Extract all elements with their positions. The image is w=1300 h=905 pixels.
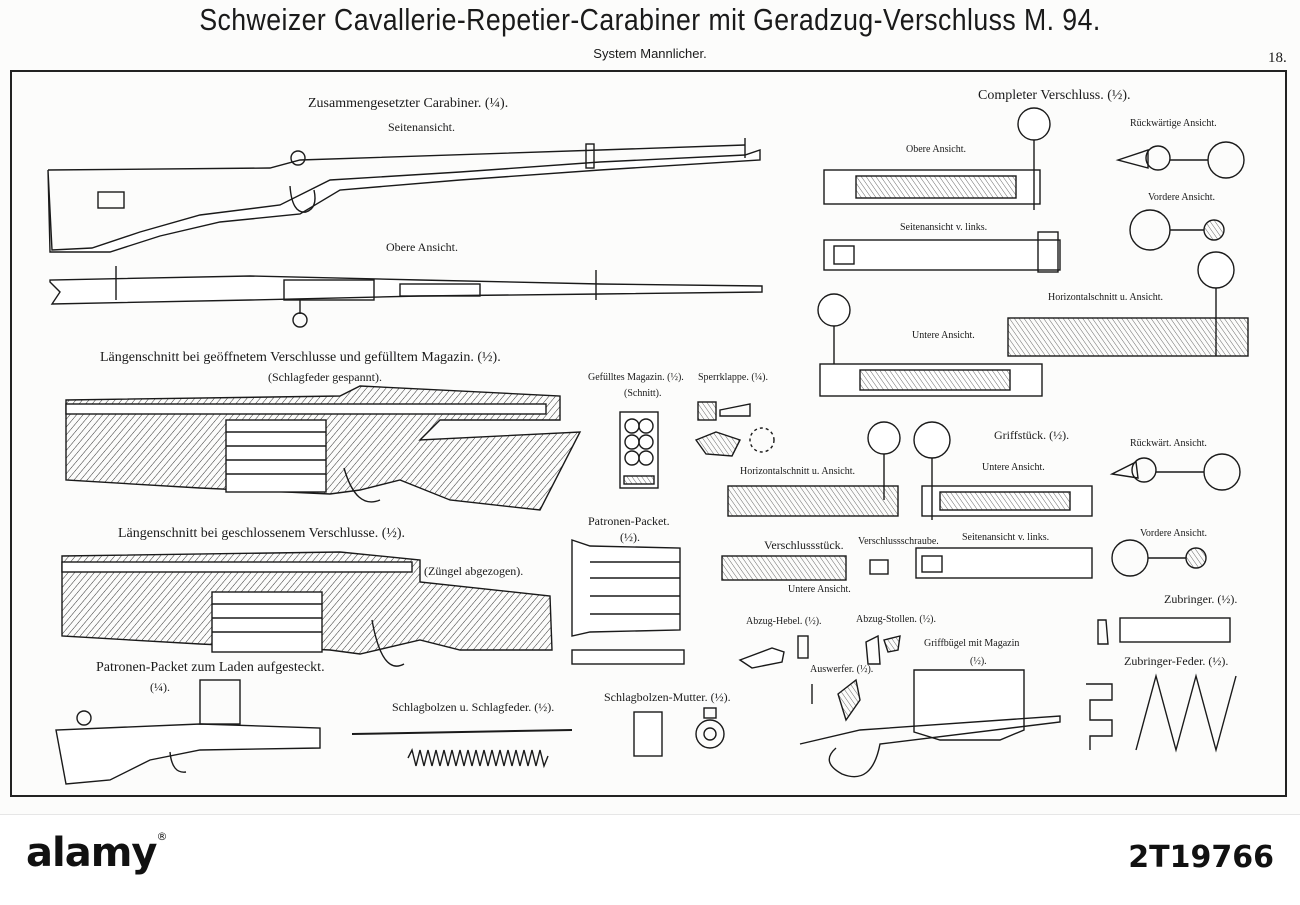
caption-grip-front: Vordere Ansicht. — [1140, 528, 1208, 539]
caption-bolt-side-left: Seitenansicht v. links. — [900, 222, 988, 233]
caption-section-open: Längenschnitt bei geöffnetem Verschlusse… — [100, 350, 501, 365]
caption-bolt-screw-side: Seitenansicht v. links. — [962, 532, 1050, 543]
bolt-front-view — [1129, 209, 1225, 251]
loading-clip-carbine — [55, 679, 321, 785]
caption-magazine-catch: Sperrklappe. (¼). — [698, 372, 768, 383]
caption-bolt-top: Obere Ansicht. — [906, 144, 966, 155]
caption-grip-rear: Rückwärt. Ansicht. — [1130, 438, 1207, 449]
caption-firing-pin-nut: Schlagbolzen-Mutter. (½). — [604, 690, 731, 704]
bolt-side-left — [823, 231, 1061, 273]
firing-pin-nut — [633, 707, 725, 757]
caption-loading-clip-scale: (¼). — [150, 680, 170, 694]
caption-spring-cocked: (Schlagfeder gespannt). — [268, 370, 382, 384]
magazine-catch — [694, 401, 775, 457]
caption-top-view: Obere Ansicht. — [386, 240, 458, 254]
carbine-top-view — [49, 266, 763, 328]
firing-pin-spring — [351, 729, 573, 769]
registered-mark-icon: ® — [156, 830, 167, 843]
bolt-top-view — [823, 107, 1051, 210]
caption-trigger-guard: Griffbügel mit Magazin — [924, 638, 1020, 649]
caption-bolt-horizontal: Horizontalschnitt u. Ansicht. — [1048, 292, 1163, 303]
caption-complete-bolt: Completer Verschluss. (½). — [978, 88, 1131, 103]
section-open-bolt — [65, 385, 582, 511]
bolt-body — [721, 555, 889, 581]
stock-logo: alamy® — [26, 830, 167, 876]
bolt-bottom-view — [817, 293, 1043, 397]
caption-grip-piece: Griffstück. (½). — [994, 428, 1070, 442]
plate-title: Schweizer Cavallerie-Repetier-Carabiner … — [199, 2, 1101, 37]
grip-front-view — [1111, 539, 1207, 577]
carbine-side-view — [47, 138, 761, 253]
caption-grip-horizontal: Horizontalschnitt u. Ansicht. — [740, 466, 855, 477]
technical-drawings — [47, 107, 1249, 785]
caption-side-view: Seitenansicht. — [388, 120, 455, 134]
follower-spring — [1086, 673, 1237, 753]
grip-bottom-view — [913, 421, 1093, 520]
plate-frame — [10, 70, 1287, 797]
caption-follower-spring: Zubringer-Feder. (½). — [1124, 654, 1229, 668]
caption-bolt-rear: Rückwärtige Ansicht. — [1130, 118, 1217, 129]
trigger-lever — [738, 635, 809, 669]
plate-subtitle: System Mannlicher. — [593, 46, 707, 61]
caption-firing-pin-spring: Schlagbolzen u. Schlagfeder. (½). — [392, 700, 555, 714]
bolt-rear-view — [1115, 141, 1245, 179]
grip-horizontal-section — [727, 421, 901, 517]
caption-trigger-lever: Abzug-Hebel. (½). — [746, 616, 822, 627]
trigger-sear — [865, 634, 901, 665]
stock-logo-text: alamy — [26, 830, 157, 876]
stock-image-id: 2T19766 — [1128, 840, 1274, 875]
caption-bolt-front: Vordere Ansicht. — [1148, 192, 1216, 203]
caption-assembled-carbine: Zusammengesetzter Carabiner. (¼). — [308, 96, 509, 111]
caption-bolt-piece: Verschlussstück. — [764, 538, 844, 552]
section-closed-bolt — [61, 551, 553, 667]
caption-trigger-sear: Abzug-Stollen. (½). — [856, 614, 936, 625]
follower — [1097, 617, 1231, 645]
caption-follower: Zubringer. (½). — [1164, 592, 1238, 606]
caption-bolt-screw: Verschlussschraube. — [858, 536, 939, 547]
caption-trigger-pulled: (Züngel abgezogen). — [424, 564, 524, 578]
caption-bolt-piece-bottom: Untere Ansicht. — [788, 584, 851, 595]
page-number: 18. — [1268, 50, 1287, 66]
caption-grip-bottom: Untere Ansicht. — [982, 462, 1045, 473]
caption-ejector: Auswerfer. (½). — [810, 664, 874, 675]
caption-bolt-bottom: Untere Ansicht. — [912, 330, 975, 341]
bolt-horizontal-section — [1007, 251, 1249, 357]
stock-footer — [0, 814, 1300, 905]
caption-cartridge-clip-scale: (½). — [620, 530, 640, 544]
caption-loading-clip: Patronen-Packet zum Laden aufgesteckt. — [96, 660, 325, 675]
grip-rear-view — [1109, 453, 1241, 491]
caption-filled-magazine: Gefülltes Magazin. (½). — [588, 372, 684, 383]
cartridge-clip — [571, 539, 685, 665]
ejector — [811, 678, 861, 722]
filled-magazine — [619, 411, 659, 489]
caption-cartridge-clip: Patronen-Packet. — [588, 514, 670, 528]
trigger-guard-magazine — [799, 669, 1061, 778]
caption-section: (Schnitt). — [624, 388, 662, 399]
caption-section-closed: Längenschnitt bei geschlossenem Verschlu… — [118, 526, 406, 541]
bolt-screw-side — [915, 547, 1093, 579]
caption-trigger-guard-scale: (½). — [970, 656, 987, 667]
